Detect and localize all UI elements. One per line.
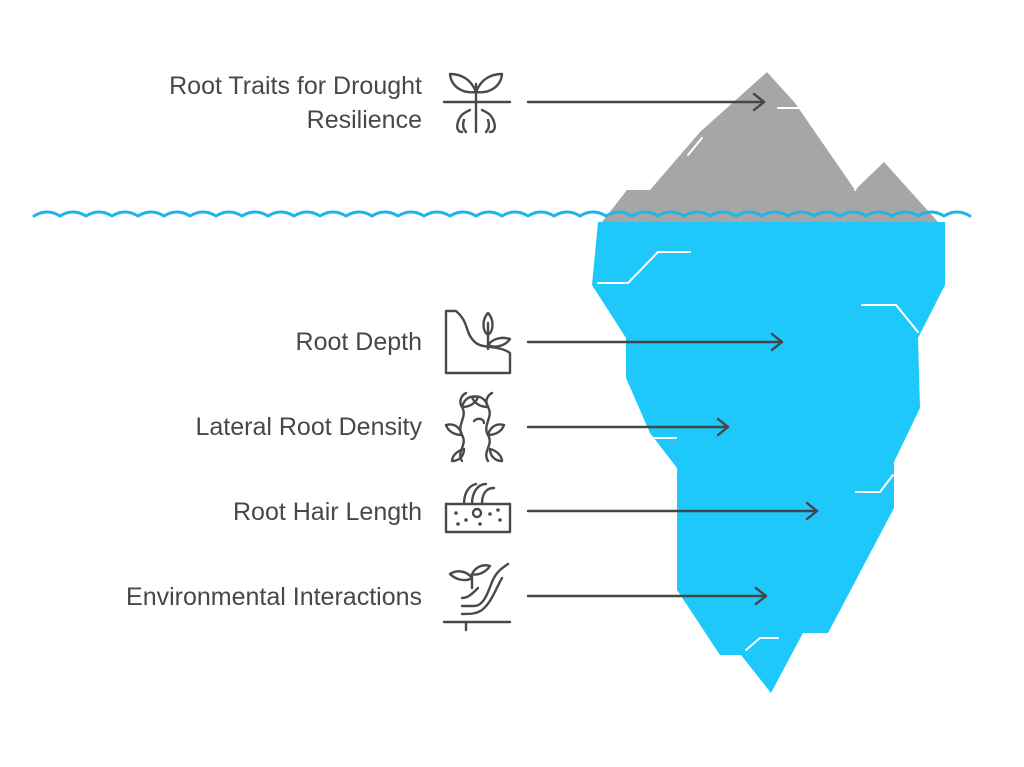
item-label-root-depth: Root Depth [295,328,422,356]
top-item-title-line2: Resilience [306,106,422,134]
item-label-lateral-root-density: Lateral Root Density [195,413,422,441]
arrow-root-hair-length [526,501,819,521]
sprout-with-roots-icon [442,72,512,134]
arrow-root-depth [526,332,784,352]
ice-highlights-bottom [597,251,919,651]
ice-highlights-top [687,107,865,191]
hand-holding-plant-icon [442,562,512,632]
item-label-root-hair-length: Root Hair Length [232,498,422,526]
plant-on-slope-icon [444,309,512,375]
arrow-root-traits [526,92,766,112]
top-item-title: Root Traits for Drought Resilience [169,69,422,137]
water-line [32,210,972,218]
root-hairs-in-soil-icon [444,482,512,534]
iceberg-above-water [602,72,938,222]
arrow-environmental-interactions [526,586,768,606]
top-item-title-line1: Root Traits for Drought [169,72,422,100]
leafy-vines-icon [444,391,506,463]
item-label-environmental-interactions: Environmental Interactions [126,583,422,611]
iceberg-underwater [592,222,945,693]
arrow-lateral-root-density [526,417,730,437]
